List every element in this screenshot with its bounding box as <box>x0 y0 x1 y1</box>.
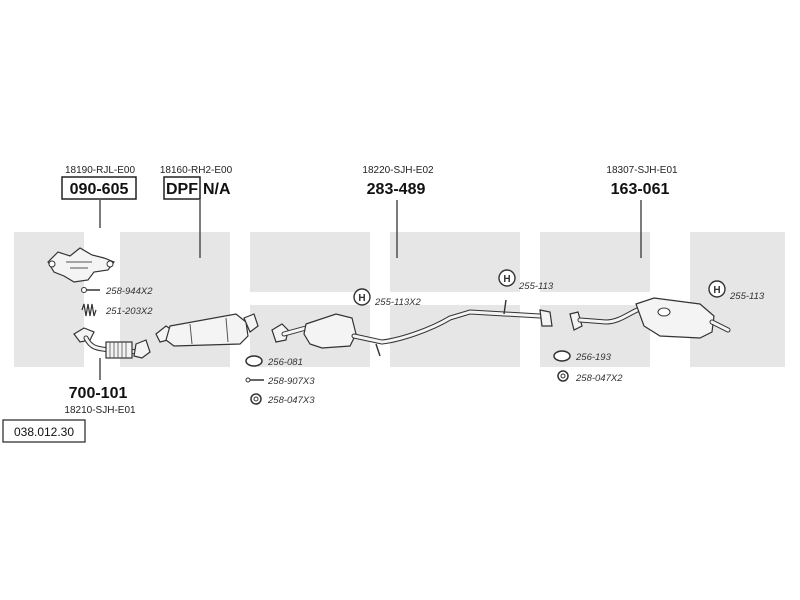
accessory-code: 258-047X3 <box>267 395 315 406</box>
accessory-spring: 251-203X2 <box>81 303 153 317</box>
part-number-manifold: 090-605 <box>70 181 129 198</box>
accessory-bolt: 258-907X3 <box>245 376 315 387</box>
accessory-nut: 258-047X2 <box>557 370 623 384</box>
part-number-rear-silencer: 163-061 <box>611 181 670 198</box>
accessory-code: 256-081 <box>267 357 303 368</box>
dpf-box <box>163 176 201 200</box>
svg-text:H: H <box>713 285 720 296</box>
diagram-id-box <box>2 419 86 443</box>
diagram-id: 038.012.30 <box>14 425 74 439</box>
background-watermark <box>14 232 785 367</box>
accessory-code: 258-944X2 <box>105 286 153 297</box>
accessory-code: 258-047X2 <box>575 373 623 384</box>
oe-number-rear-silencer: 18307-SJH-E01 <box>606 165 678 176</box>
rear-silencer <box>569 297 731 339</box>
accessory-hanger: H 255-113X2 <box>353 288 421 308</box>
accessory-code: 256-193 <box>575 352 612 363</box>
oe-number-front-pipe: 18210-SJH-E01 <box>64 405 136 416</box>
oe-number-manifold: 18190-RJL-E00 <box>65 165 135 176</box>
part-number-dpf: N/A <box>203 181 231 198</box>
oe-number-dpf: 18160-RH2-E00 <box>160 165 233 176</box>
accessory-code: 251-203X2 <box>105 306 153 317</box>
part-number-box <box>61 176 137 200</box>
center-silencer-pipe <box>271 299 553 357</box>
accessory-bolt: 258-944X2 <box>81 286 153 297</box>
accessory-code: 255-113 <box>518 281 554 292</box>
oe-number-center-pipe: 18220-SJH-E02 <box>362 165 434 176</box>
accessory-gasket-ring: 256-081 <box>245 355 303 368</box>
dpf-label: DPF <box>166 181 198 198</box>
svg-text:H: H <box>503 274 510 285</box>
accessory-gasket-ring: 256-193 <box>553 350 612 363</box>
accessory-hanger: H 255-113 <box>708 280 765 302</box>
svg-text:H: H <box>358 293 365 304</box>
front-pipe <box>73 327 151 359</box>
accessory-hanger: H 255-113 <box>498 269 554 292</box>
accessory-code: 255-113X2 <box>374 297 421 308</box>
exhaust-manifold <box>47 247 115 283</box>
part-number-center-pipe: 283-489 <box>367 181 426 198</box>
accessory-code: 255-113 <box>729 291 765 302</box>
accessory-code: 258-907X3 <box>267 376 315 387</box>
part-number-front-pipe: 700-101 <box>69 385 128 402</box>
accessory-nut: 258-047X3 <box>250 393 315 406</box>
dpf-catalyst <box>155 313 259 347</box>
